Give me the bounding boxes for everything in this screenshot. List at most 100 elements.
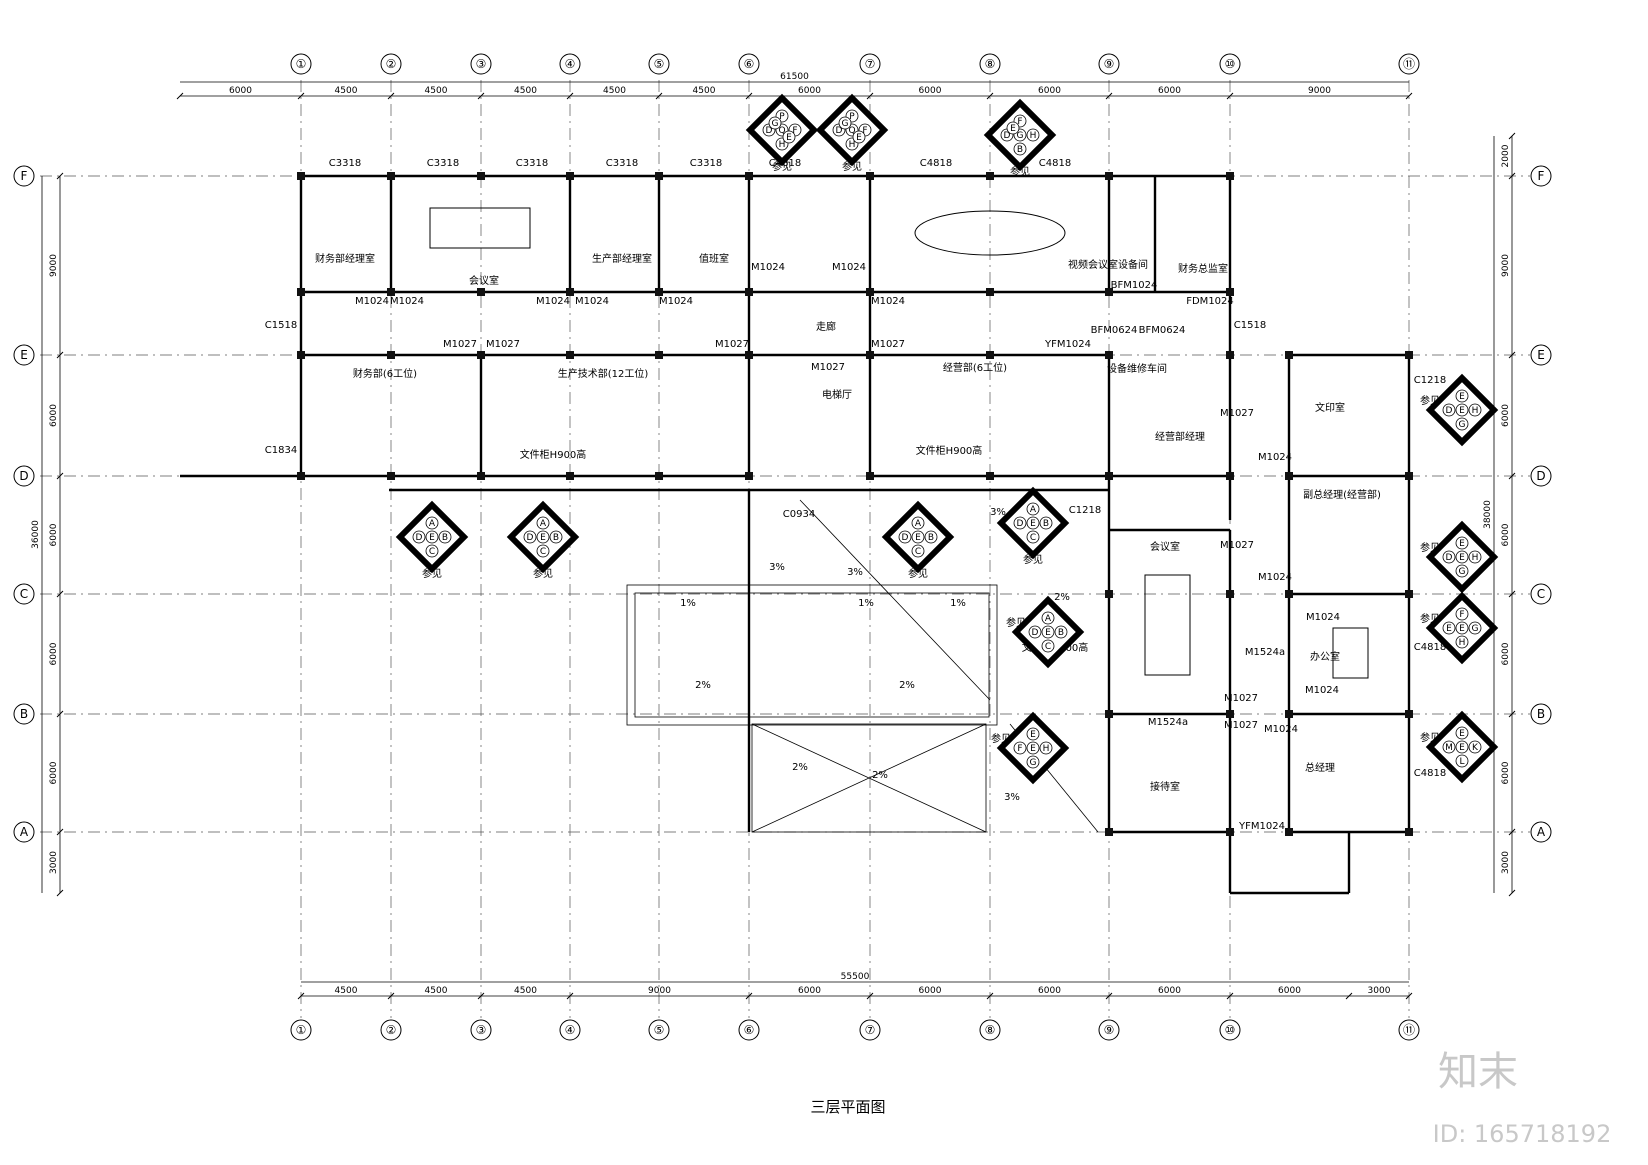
column xyxy=(655,351,663,359)
callout-bubble xyxy=(1455,564,1469,578)
callout-bubble xyxy=(924,530,938,544)
callout-note: 参见 xyxy=(1006,616,1026,629)
column xyxy=(477,472,485,480)
dim-top-label: 9000 xyxy=(1308,86,1331,96)
callout-letter: D xyxy=(1446,406,1453,416)
meeting-table xyxy=(1144,574,1191,676)
column xyxy=(477,351,485,359)
callout-letter: E xyxy=(1045,628,1051,638)
window-code: C1834 xyxy=(265,445,297,456)
callout-letter: E xyxy=(1459,539,1465,549)
grid-label-h: A xyxy=(1537,825,1546,839)
grid-bubble xyxy=(979,1019,1001,1041)
door-code: M1027 xyxy=(811,362,845,373)
callout-letter: C xyxy=(540,547,546,557)
column xyxy=(986,288,994,296)
callout-note: 参见 xyxy=(1010,165,1030,178)
window-code: C3318 xyxy=(516,158,548,169)
callout-bubble xyxy=(549,530,563,544)
grid-label-v: ④ xyxy=(565,57,576,71)
dim-right-tick xyxy=(1508,590,1516,598)
dim-bottom-tick xyxy=(297,992,305,1000)
grid-bubble xyxy=(648,1019,670,1041)
callout-bubble xyxy=(1006,121,1020,135)
callout-bubble xyxy=(1455,417,1469,431)
slope-label: 2% xyxy=(872,770,888,781)
dim-top-tick xyxy=(176,92,184,100)
grid-label-h: C xyxy=(20,587,28,601)
slope-label: 1% xyxy=(680,598,696,609)
watermark-id: ID: 165718192 xyxy=(1433,1120,1612,1148)
column xyxy=(1405,472,1413,480)
callout-bubble xyxy=(425,544,439,558)
grid-label-v: ⑦ xyxy=(865,1023,876,1037)
callout-letter: M xyxy=(1445,743,1453,753)
column xyxy=(1105,172,1113,180)
room-label: 经营部(6工位) xyxy=(943,361,1007,374)
dim-left-label: 6000 xyxy=(49,404,59,427)
column xyxy=(745,472,753,480)
callout-bubble xyxy=(1442,621,1456,635)
column xyxy=(986,172,994,180)
door-code: M1524a xyxy=(1245,647,1285,658)
callout-bubble xyxy=(536,530,550,544)
callout-letter: A xyxy=(1045,614,1052,624)
column xyxy=(1226,828,1234,836)
grid-label-h: C xyxy=(1537,587,1545,601)
callout-letter: E xyxy=(1459,729,1465,739)
callout-letter: E xyxy=(856,133,862,143)
door-code: M1024 xyxy=(1306,612,1340,623)
dim-bottom-label: 3000 xyxy=(1368,986,1391,996)
callout-letter: E xyxy=(786,133,792,143)
callout-note: 参见 xyxy=(772,160,792,173)
callout-bubble xyxy=(1455,389,1469,403)
callout-letter: D xyxy=(902,533,909,543)
callout-bubble xyxy=(1442,740,1456,754)
callout-note: 参见 xyxy=(422,567,442,580)
callout-bubble xyxy=(1039,516,1053,530)
dim-bottom-tick xyxy=(566,992,574,1000)
grid-label-v: ③ xyxy=(476,1023,487,1037)
callout-letter: E xyxy=(915,533,921,543)
column xyxy=(1285,472,1293,480)
window-code: C1218 xyxy=(1414,375,1446,386)
slope-label: 3% xyxy=(847,567,863,578)
callout-letter: F xyxy=(792,126,797,136)
dim-top-total: 61500 xyxy=(780,72,809,82)
callout-note: 参见 xyxy=(1420,394,1440,407)
grid-label-v: ⑦ xyxy=(865,57,876,71)
dim-top-tick xyxy=(387,92,395,100)
callout-bubble xyxy=(536,516,550,530)
callout-letter: B xyxy=(1043,519,1049,529)
callout-bubble xyxy=(911,516,925,530)
grid-bubble xyxy=(1219,53,1241,75)
dim-left-tick xyxy=(56,472,64,480)
callout-note: 参见 xyxy=(908,567,928,580)
column xyxy=(1226,472,1234,480)
dim-left-tick xyxy=(56,889,64,897)
callout-letter: A xyxy=(915,519,922,529)
callout-bubble xyxy=(898,530,912,544)
callout-note: 参见 xyxy=(991,732,1011,745)
grid-bubble xyxy=(859,1019,881,1041)
room-label: 设备维修车间 xyxy=(1107,362,1167,375)
column xyxy=(297,288,305,296)
callout-bubble xyxy=(523,530,537,544)
dim-bottom-tick xyxy=(1105,992,1113,1000)
room-label: 文印室 xyxy=(1315,401,1345,414)
dim-bottom-tick xyxy=(387,992,395,1000)
callout-letter: C xyxy=(429,547,435,557)
dim-right-label: 9000 xyxy=(1501,254,1511,277)
callout-bubble xyxy=(1013,741,1027,755)
window-code: C3318 xyxy=(690,158,722,169)
callout-bubble xyxy=(911,530,925,544)
callout-letter: B xyxy=(553,533,559,543)
grid-label-v: ⑥ xyxy=(744,57,755,71)
dim-bottom-total: 55500 xyxy=(841,972,870,982)
slope-label: 1% xyxy=(858,598,874,609)
grid-bubble xyxy=(13,465,35,487)
dim-left-tick xyxy=(56,828,64,836)
column xyxy=(387,472,395,480)
grid-label-h: D xyxy=(19,469,28,483)
column xyxy=(297,472,305,480)
